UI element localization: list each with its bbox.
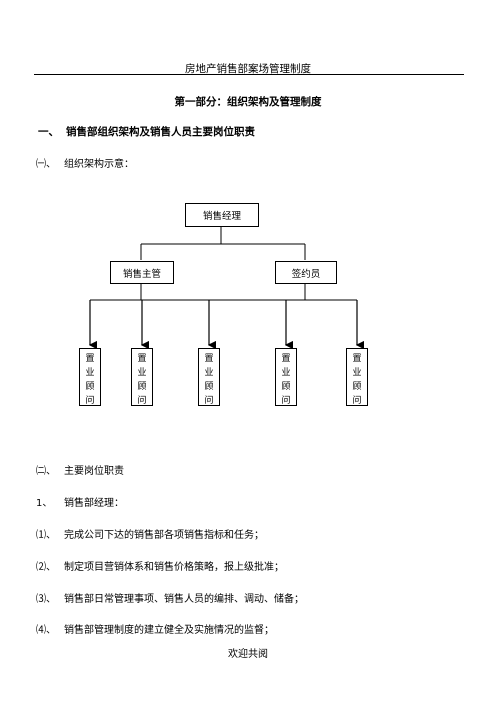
page-footer: 欢迎共阅 [228, 649, 268, 660]
subheading-number: ㈠、 [36, 159, 56, 170]
duty-text: 完成公司下达的销售部各项销售指标和任务； [64, 530, 264, 541]
subheading-org-chart: ㈠、 组织架构示意： [36, 155, 466, 170]
duty-text: 销售部管理制度的建立健全及实施情况的监督； [64, 625, 274, 636]
heading-1: 一、销售部组织架构及销售人员主要岗位职责 [38, 124, 255, 139]
org-node-contract-clerk: 签约员 [275, 261, 337, 284]
duty-number: ⑷、 [36, 625, 56, 636]
duty-number: ⑶、 [36, 594, 56, 605]
document-header-title: 房地产销售部案场管理制度 [185, 63, 311, 75]
item-text: 销售部经理： [64, 498, 124, 509]
item-number: 1、 [36, 498, 53, 509]
subheading-text: 组织架构示意： [64, 159, 134, 170]
heading-1-text: 销售部组织架构及销售人员主要岗位职责 [66, 126, 255, 138]
org-node-property-consultant-5: 置业顾问 [346, 348, 368, 406]
subheading-text: 主要岗位职责 [64, 466, 124, 477]
heading-1-number: 一、 [38, 126, 59, 138]
duty-number: ⑵、 [36, 562, 56, 573]
duty-text: 制定项目营销体系和销售价格策略，报上级批准； [64, 562, 284, 573]
org-node-property-consultant-1: 置业顾问 [79, 348, 101, 406]
duty-number: ⑴、 [36, 530, 56, 541]
section-title: 第一部分：组织架构及管理制度 [174, 96, 322, 108]
org-node-sales-manager: 销售经理 [185, 203, 259, 227]
duty-item: ⑷、 销售部管理制度的建立健全及实施情况的监督； [36, 621, 466, 636]
org-node-property-consultant-2: 置业顾问 [131, 348, 153, 406]
duty-text: 销售部日常管理事项、销售人员的编排、调动、储备； [64, 594, 304, 605]
subheading-duties: ㈡、 主要岗位职责 [36, 462, 466, 477]
org-node-sales-supervisor: 销售主管 [110, 261, 174, 284]
duty-item: ⑵、 制定项目营销体系和销售价格策略，报上级批准； [36, 558, 466, 573]
item-sales-manager: 1、 销售部经理： [36, 494, 466, 509]
duty-item: ⑶、 销售部日常管理事项、销售人员的编排、调动、储备； [36, 590, 466, 605]
org-node-property-consultant-4: 置业顾问 [275, 348, 297, 406]
duty-item: ⑴、 完成公司下达的销售部各项销售指标和任务； [36, 526, 466, 541]
org-node-property-consultant-3: 置业顾问 [198, 348, 220, 406]
subheading-number: ㈡、 [36, 466, 56, 477]
header-rule [34, 74, 464, 75]
